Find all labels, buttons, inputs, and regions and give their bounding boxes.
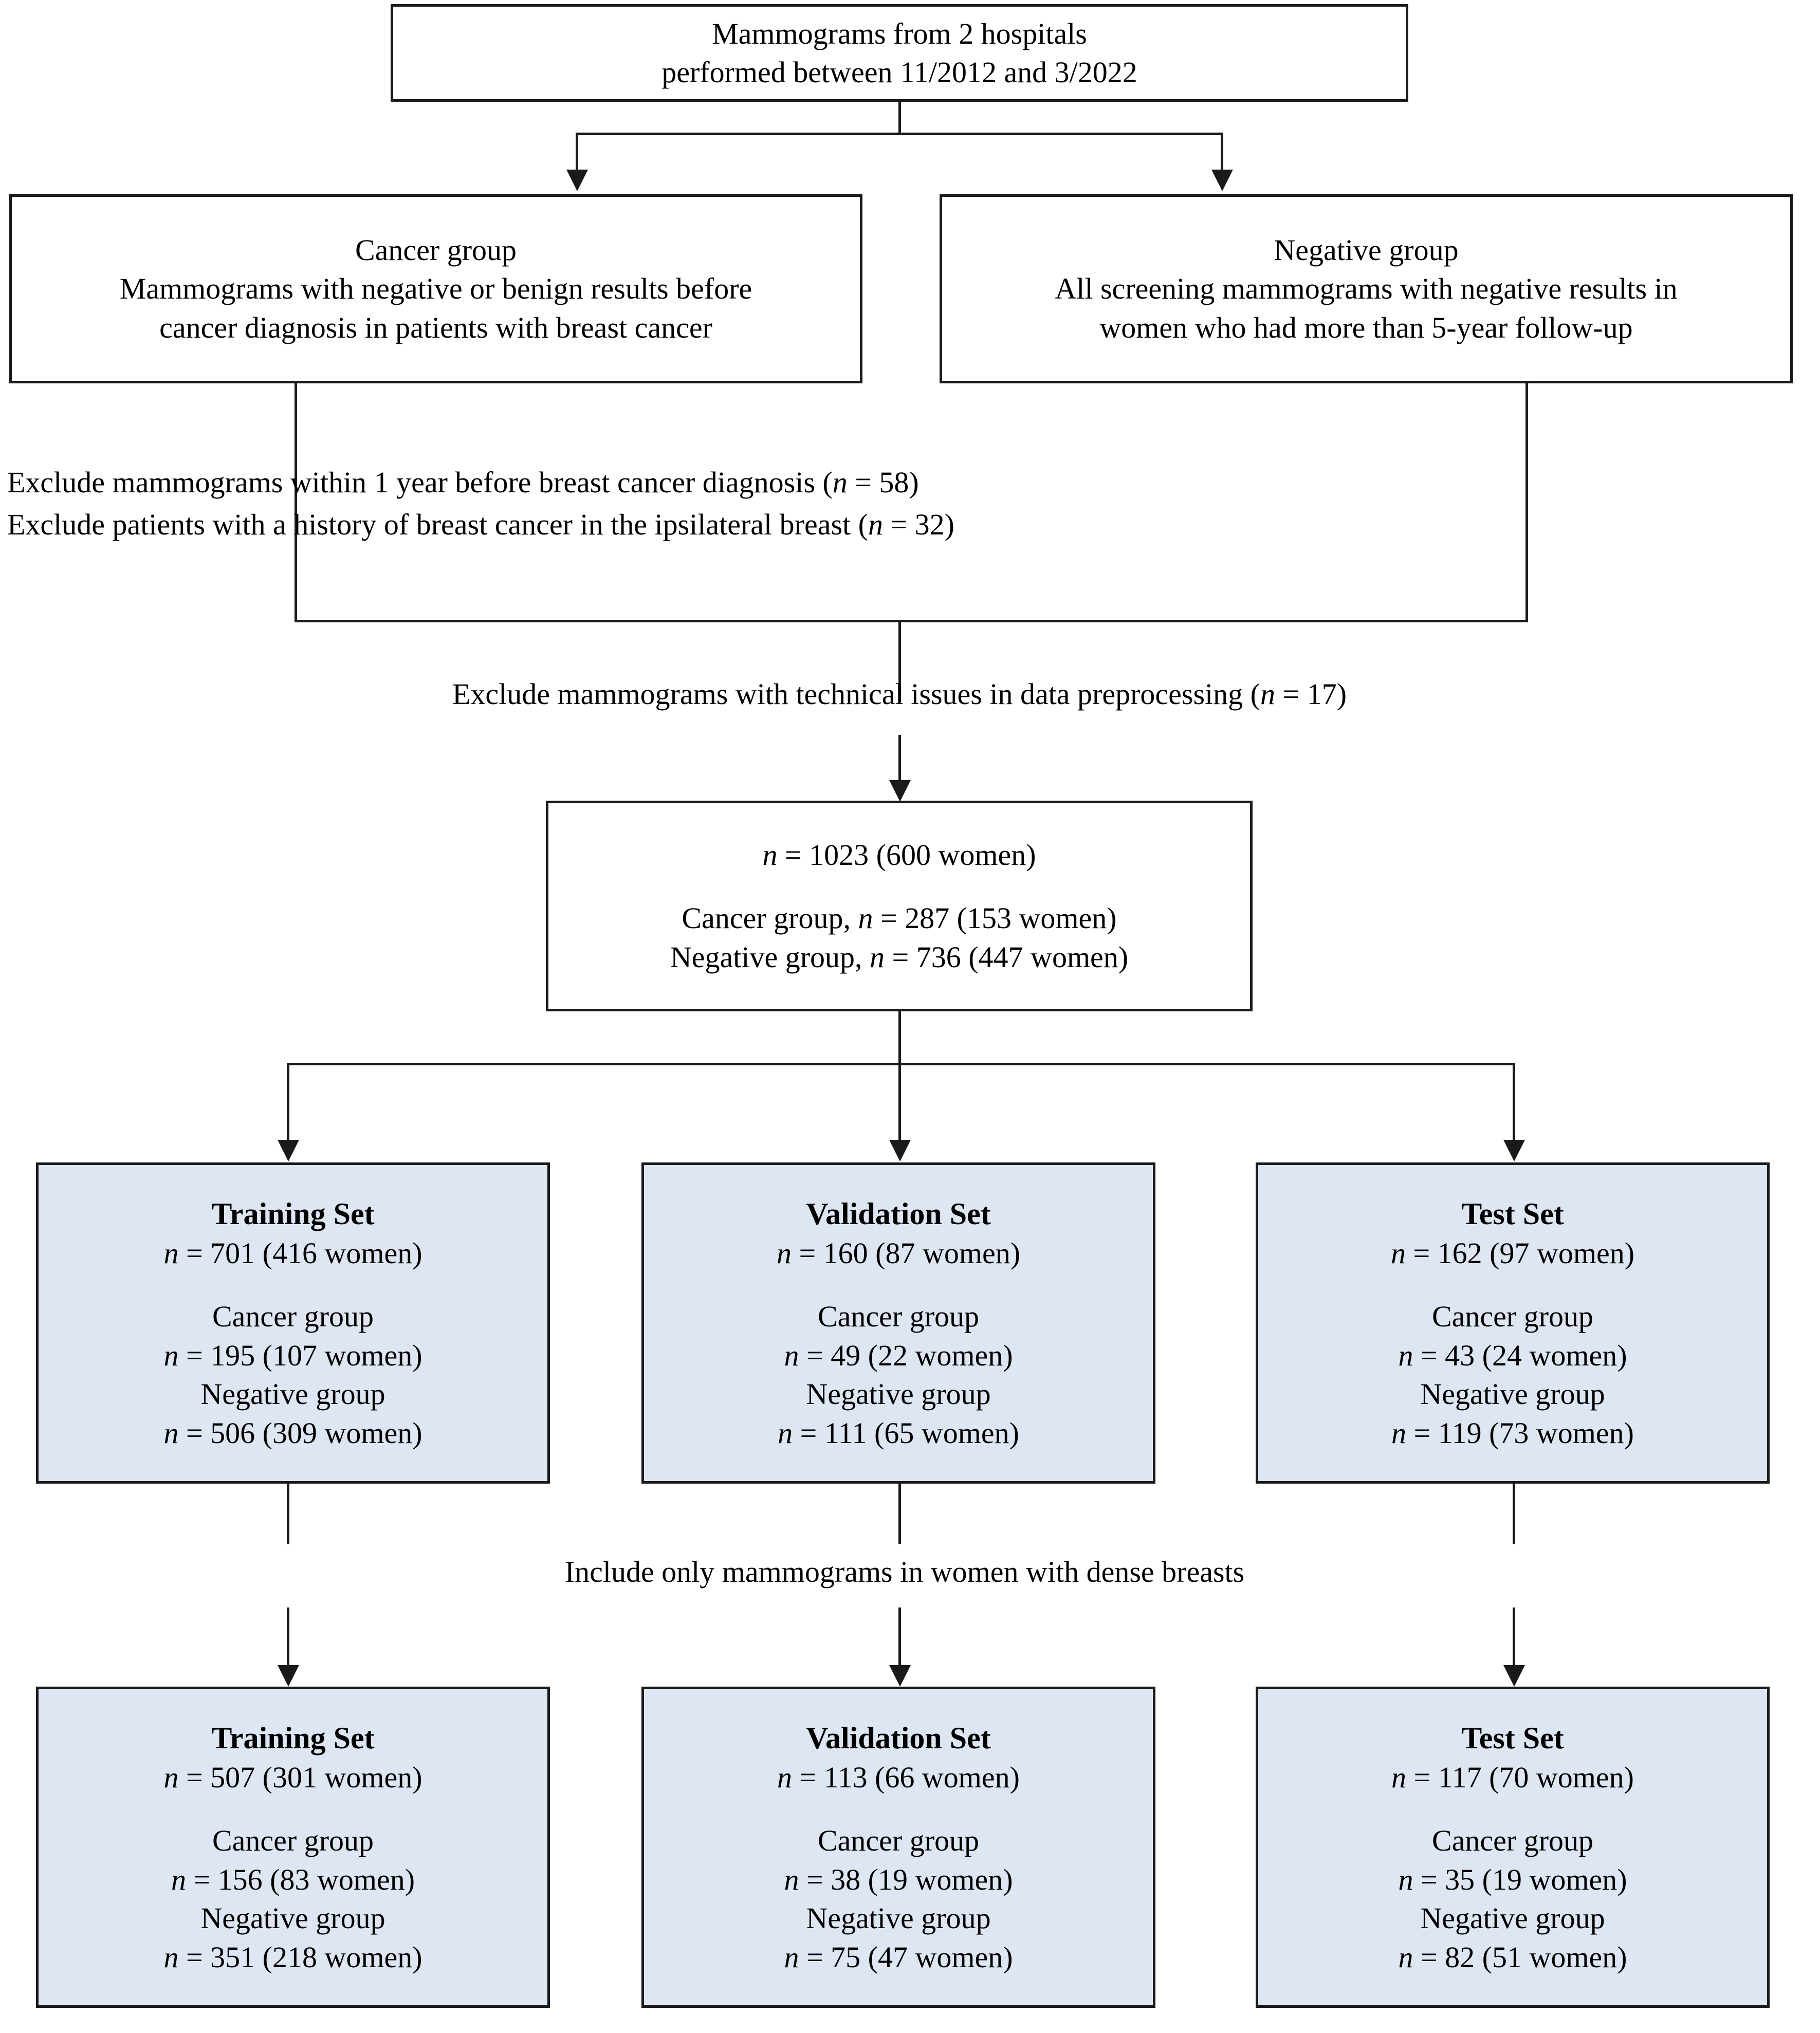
split-dense-validation-cancer-n: n = 38 (19 women) [784, 1862, 1013, 1896]
connector-to-validation-all [898, 1063, 901, 1142]
arrow-to-validation-dense [889, 1665, 911, 1687]
split-dense-validation-total: n = 113 (66 women) [777, 1761, 1020, 1795]
split-dense-training-negative-label: Negative group [200, 1901, 385, 1935]
split-all-training-cancer-n: n = 195 (107 women) [163, 1338, 422, 1372]
connector-pooled-down [898, 1011, 901, 1065]
connector-validation-dense-stub [898, 1484, 901, 1544]
arrow-to-negative-group [1211, 170, 1233, 191]
split-all-test-cancer-n: n = 43 (24 women) [1398, 1338, 1627, 1372]
cancer-group-line-1: Mammograms with negative or benign resul… [119, 272, 752, 306]
connector-training-to-dense [287, 1607, 289, 1668]
arrow-to-pooled [889, 780, 911, 802]
split-dense-training-total: n = 507 (301 women) [163, 1761, 422, 1795]
split-dense-test-name: Test Set [1461, 1721, 1564, 1755]
node-split-all-validation: Validation Set n = 160 (87 women) Cancer… [641, 1162, 1155, 1484]
source-line-2: performed between 11/2012 and 3/2022 [661, 56, 1137, 89]
split-all-validation-negative-n: n = 111 (65 women) [778, 1416, 1019, 1450]
split-dense-training-cancer-n: n = 156 (83 women) [171, 1862, 415, 1896]
split-dense-validation-negative-n: n = 75 (47 women) [784, 1940, 1013, 1974]
arrow-to-training-dense [278, 1665, 299, 1687]
split-all-validation-total: n = 160 (87 women) [776, 1236, 1021, 1270]
split-all-training-negative-label: Negative group [200, 1377, 385, 1411]
arrow-to-cancer-group [566, 170, 588, 191]
split-all-training-total: n = 701 (416 women) [163, 1236, 422, 1270]
connector-to-test-all [1513, 1063, 1515, 1142]
arrow-to-training-all [278, 1140, 299, 1161]
node-source-population: Mammograms from 2 hospitals performed be… [391, 4, 1408, 102]
cancer-group-heading: Cancer group [355, 233, 517, 267]
arrow-to-validation-all [889, 1140, 911, 1161]
split-all-validation-cancer-n: n = 49 (22 women) [784, 1338, 1013, 1372]
connector-negative-group-down [1525, 383, 1528, 622]
split-dense-validation-negative-label: Negative group [806, 1901, 991, 1935]
split-dense-training-negative-n: n = 351 (218 women) [163, 1940, 422, 1974]
split-all-test-negative-label: Negative group [1420, 1377, 1605, 1411]
split-dense-test-cancer-label: Cancer group [1431, 1824, 1594, 1858]
node-split-all-training: Training Set n = 701 (416 women) Cancer … [36, 1162, 550, 1484]
split-dense-test-cancer-n: n = 35 (19 women) [1398, 1862, 1627, 1896]
exclusion-cancer-1: Exclude mammograms within 1 year before … [7, 466, 919, 499]
connector-validation-to-dense [898, 1607, 901, 1668]
connector-test-to-dense [1513, 1607, 1515, 1668]
split-all-validation-name: Validation Set [806, 1197, 991, 1231]
pooled-total: n = 1023 (600 women) [762, 838, 1036, 872]
node-split-dense-test: Test Set n = 117 (70 women) Cancer group… [1256, 1687, 1770, 2008]
split-all-training-cancer-label: Cancer group [212, 1300, 374, 1334]
connector-to-training-all [287, 1063, 289, 1142]
split-dense-validation-name: Validation Set [806, 1721, 991, 1755]
connector-merge-bar [295, 620, 1528, 622]
pooled-cancer: Cancer group, n = 287 (153 women) [682, 901, 1117, 935]
exclusion-technical: Exclude mammograms with technical issues… [452, 677, 1347, 711]
negative-group-line-1: All screening mammograms with negative r… [1055, 272, 1678, 306]
filter-dense-breasts: Include only mammograms in women with de… [564, 1555, 1245, 1588]
connector-to-pooled [898, 735, 901, 782]
negative-group-heading: Negative group [1274, 233, 1459, 267]
connector-merge-down [898, 620, 901, 702]
split-all-validation-cancer-label: Cancer group [817, 1300, 980, 1334]
split-dense-test-total: n = 117 (70 women) [1391, 1761, 1634, 1795]
connector-to-negative-group [1221, 133, 1223, 171]
split-dense-test-negative-n: n = 82 (51 women) [1398, 1940, 1627, 1974]
split-dense-validation-cancer-label: Cancer group [817, 1824, 980, 1858]
split-all-test-cancer-label: Cancer group [1431, 1300, 1594, 1334]
exclusion-cancer-2: Exclude patients with a history of breas… [7, 508, 954, 541]
node-pooled-cohort: n = 1023 (600 women) Cancer group, n = 2… [546, 801, 1253, 1011]
arrow-to-test-dense [1503, 1665, 1525, 1687]
split-all-training-negative-n: n = 506 (309 women) [163, 1416, 422, 1450]
negative-group-line-2: women who had more than 5-year follow-up [1099, 310, 1633, 344]
node-negative-group: Negative group All screening mammograms … [940, 194, 1793, 383]
source-line-1: Mammograms from 2 hospitals [712, 16, 1087, 50]
connector-test-dense-stub [1513, 1484, 1515, 1544]
split-all-validation-negative-label: Negative group [806, 1377, 991, 1411]
connector-cancer-group-down [295, 383, 297, 622]
split-dense-training-name: Training Set [211, 1721, 375, 1755]
node-split-all-test: Test Set n = 162 (97 women) Cancer group… [1256, 1162, 1770, 1484]
split-all-test-name: Test Set [1461, 1197, 1564, 1231]
node-cancer-group: Cancer group Mammograms with negative or… [9, 194, 862, 383]
connector-three-way-bar [287, 1063, 1515, 1065]
split-all-training-name: Training Set [211, 1197, 375, 1231]
split-dense-test-negative-label: Negative group [1420, 1901, 1605, 1935]
connector-to-cancer-group [576, 133, 578, 171]
pooled-negative: Negative group, n = 736 (447 women) [670, 940, 1129, 974]
connector-source-split-bar [576, 133, 1223, 135]
arrow-to-test-all [1503, 1140, 1525, 1161]
node-split-dense-validation: Validation Set n = 113 (66 women) Cancer… [641, 1687, 1155, 2008]
split-dense-training-cancer-label: Cancer group [212, 1824, 374, 1858]
split-all-test-negative-n: n = 119 (73 women) [1391, 1416, 1634, 1450]
split-all-test-total: n = 162 (97 women) [1390, 1236, 1635, 1270]
node-split-dense-training: Training Set n = 507 (301 women) Cancer … [36, 1687, 550, 2008]
connector-training-dense-stub [287, 1484, 289, 1544]
connector-source-down [898, 102, 901, 134]
cancer-group-line-2: cancer diagnosis in patients with breast… [159, 310, 712, 344]
